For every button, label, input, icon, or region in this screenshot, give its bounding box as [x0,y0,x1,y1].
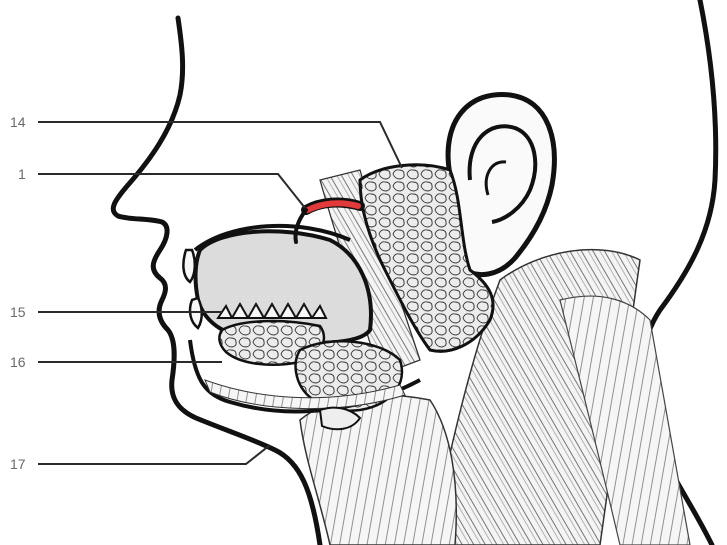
label-15: 15 [10,304,26,320]
upper-incisor [183,250,194,282]
label-16: 16 [10,354,26,370]
label-1: 1 [18,166,26,182]
label-14: 14 [10,114,26,130]
leader-14 [38,122,402,168]
label-17: 17 [10,456,26,472]
leader-17 [38,445,270,464]
leader-1 [38,174,305,208]
